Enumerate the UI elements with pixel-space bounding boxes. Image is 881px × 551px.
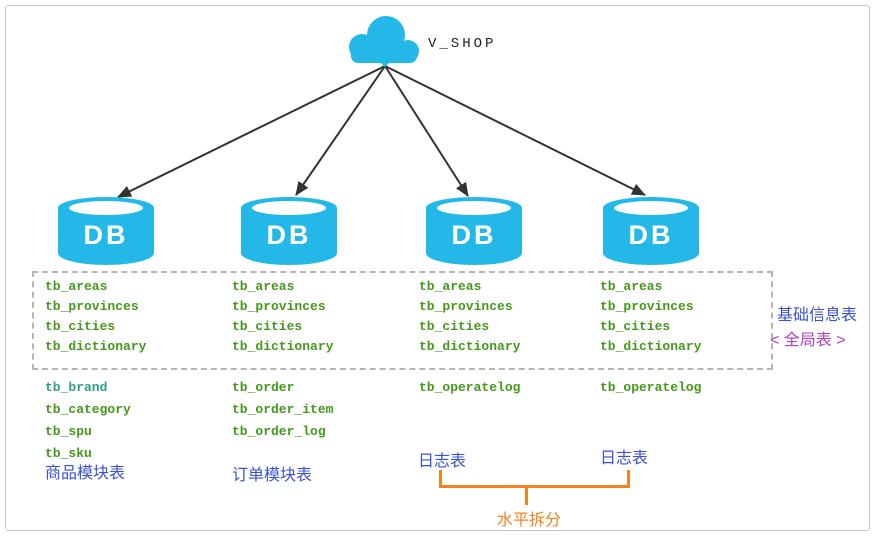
global-table-tag: < 全局表 > bbox=[770, 332, 846, 349]
table-name: tb_dictionary bbox=[45, 339, 147, 354]
horizontal-split-label: 水平拆分 bbox=[497, 512, 562, 529]
table-name: tb_order_log bbox=[232, 424, 326, 439]
db-label-4: DB bbox=[629, 220, 674, 250]
table-name: tb_provinces bbox=[232, 299, 326, 314]
table-name: tb_dictionary bbox=[600, 339, 702, 354]
table-name: tb_dictionary bbox=[232, 339, 334, 354]
shard1-module-tables: tb_brand tb_category tb_spu tb_sku bbox=[45, 377, 131, 465]
shard3-module-tables: tb_operatelog bbox=[419, 377, 520, 399]
shard1-module-label: 商品模块表 bbox=[45, 465, 126, 482]
table-name: tb_areas bbox=[232, 279, 295, 294]
table-name: tb_areas bbox=[600, 279, 663, 294]
bracket-bar bbox=[439, 485, 630, 488]
table-name: tb_sku bbox=[45, 446, 92, 461]
shard4-module-label: 日志表 bbox=[600, 450, 649, 467]
shard2-module-tables: tb_order tb_order_item tb_order_log bbox=[232, 377, 333, 443]
shard1-global-tables: tb_areas tb_provinces tb_cities tb_dicti… bbox=[45, 277, 146, 357]
cloud-icon bbox=[349, 16, 419, 67]
global-tables-box bbox=[32, 271, 773, 370]
db-label-1: DB bbox=[84, 220, 129, 250]
global-box-title: 基础信息表 bbox=[777, 307, 858, 324]
shard2-module-label: 订单模块表 bbox=[232, 467, 313, 484]
shard3-global-tables: tb_areas tb_provinces tb_cities tb_dicti… bbox=[419, 277, 520, 357]
table-name: tb_order bbox=[232, 380, 295, 395]
db-label-3: DB bbox=[452, 220, 497, 250]
bracket-stem bbox=[525, 488, 528, 505]
table-name: tb_areas bbox=[45, 279, 108, 294]
table-name: tb_cities bbox=[600, 319, 671, 334]
bracket-tick-left bbox=[439, 470, 442, 488]
table-name: tb_provinces bbox=[419, 299, 513, 314]
table-name: tb_cities bbox=[419, 319, 490, 334]
db-cylinder-2: DB bbox=[241, 197, 337, 265]
db-cylinder-4: DB bbox=[603, 197, 699, 265]
table-name: tb_operatelog bbox=[419, 380, 521, 395]
bracket-tick-right bbox=[627, 470, 630, 488]
db-label-2: DB bbox=[267, 220, 312, 250]
db-cylinder-3: DB bbox=[426, 197, 522, 265]
table-name: tb_operatelog bbox=[600, 380, 702, 395]
shard2-global-tables: tb_areas tb_provinces tb_cities tb_dicti… bbox=[232, 277, 333, 357]
table-name: tb_areas bbox=[419, 279, 482, 294]
shard3-module-label: 日志表 bbox=[418, 453, 467, 470]
db-cylinder-1: DB bbox=[58, 197, 154, 265]
table-name: tb_spu bbox=[45, 424, 92, 439]
table-name: tb_provinces bbox=[600, 299, 694, 314]
table-name: tb_category bbox=[45, 402, 131, 417]
table-name: tb_order_item bbox=[232, 402, 334, 417]
table-name: tb_cities bbox=[45, 319, 116, 334]
table-name: tb_dictionary bbox=[419, 339, 521, 354]
system-label: V_SHOP bbox=[428, 36, 497, 52]
shard4-global-tables: tb_areas tb_provinces tb_cities tb_dicti… bbox=[600, 277, 701, 357]
table-name: tb_cities bbox=[232, 319, 303, 334]
table-name: tb_provinces bbox=[45, 299, 139, 314]
table-name: tb_brand bbox=[45, 380, 108, 395]
shard4-module-tables: tb_operatelog bbox=[600, 377, 701, 399]
